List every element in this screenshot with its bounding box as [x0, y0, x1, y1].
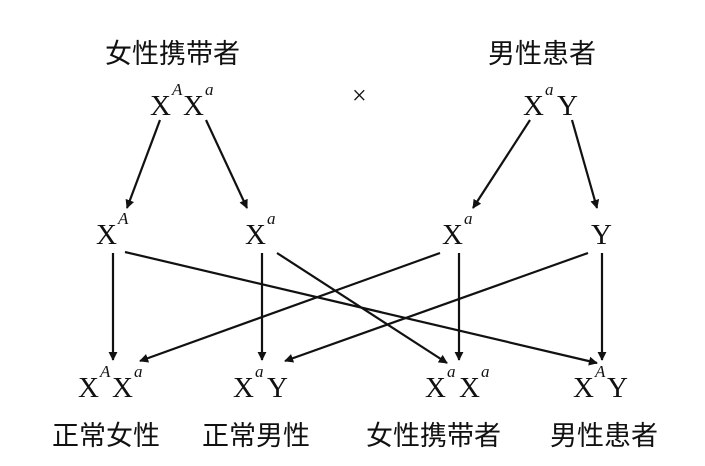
gamete-1-sup: A: [117, 209, 129, 228]
offspring-3-allele-2-base: X: [459, 372, 480, 404]
offspring-4-genotype: X A Y: [573, 362, 628, 404]
arrow-g4-to-o2: [284, 251, 589, 363]
mother-allele-1-base: X: [150, 90, 171, 122]
offspring-3-allele-1-sup: a: [447, 362, 456, 381]
offspring-3-label: 女性携带者: [366, 421, 501, 452]
offspring-4-allele-2-base: Y: [607, 372, 628, 404]
mother-genotype: X A X a: [150, 80, 214, 122]
mother-allele-2-sup: a: [205, 80, 214, 99]
offspring-2-genotype: X a Y: [233, 362, 288, 404]
gamete-1: X A: [96, 209, 129, 251]
mother-label: 女性携带者: [105, 39, 240, 70]
mother-allele-2-base: X: [183, 90, 204, 122]
arrow-mother-to-gamete-2: [205, 119, 248, 209]
gamete-1-base: X: [96, 219, 117, 251]
father-allele-2-base: Y: [557, 90, 578, 122]
gamete-3-base: X: [442, 219, 463, 251]
arrow-mother-to-gamete-1: [125, 119, 162, 209]
gamete-4: Y: [591, 219, 612, 251]
offspring-4-allele-1-base: X: [573, 372, 594, 404]
offspring-3-genotype: X a X a: [425, 362, 490, 404]
offspring-1-allele-1-base: X: [78, 372, 99, 404]
offspring-3-allele-2-sup: a: [481, 362, 490, 381]
gamete-2: X a: [245, 209, 276, 251]
arrow-father-to-gamete-3: [472, 119, 531, 209]
gamete-4-base: Y: [591, 219, 612, 251]
offspring-2-label: 正常男性: [202, 421, 310, 452]
offspring-2-allele-1-base: X: [233, 372, 254, 404]
offspring-3-allele-1-base: X: [425, 372, 446, 404]
arrow-father-to-gamete-4: [570, 119, 600, 209]
cross-symbol: ×: [352, 81, 367, 110]
offspring-1-label: 正常女性: [52, 421, 160, 452]
offspring-4-allele-1-sup: A: [594, 362, 606, 381]
gamete-3: X a: [442, 209, 473, 251]
offspring-1-genotype: X A X a: [78, 362, 143, 404]
gamete-2-base: X: [245, 219, 266, 251]
father-allele-1-base: X: [523, 90, 544, 122]
gamete-2-sup: a: [267, 209, 276, 228]
gamete-3-sup: a: [464, 209, 473, 228]
mother-allele-1-sup: A: [171, 80, 183, 99]
offspring-1-allele-1-sup: A: [99, 362, 111, 381]
offspring-1-allele-2-base: X: [112, 372, 133, 404]
father-genotype: X a Y: [523, 80, 578, 122]
offspring-2-allele-1-sup: a: [255, 362, 264, 381]
offspring-1-allele-2-sup: a: [134, 362, 143, 381]
father-label: 男性患者: [488, 39, 596, 70]
arrow-g2-to-o3: [276, 252, 448, 364]
offspring-4-label: 男性患者: [550, 421, 658, 452]
offspring-2-allele-2-base: Y: [267, 372, 288, 404]
father-allele-1-sup: a: [545, 80, 554, 99]
arrow-g3-to-o1: [139, 251, 441, 363]
